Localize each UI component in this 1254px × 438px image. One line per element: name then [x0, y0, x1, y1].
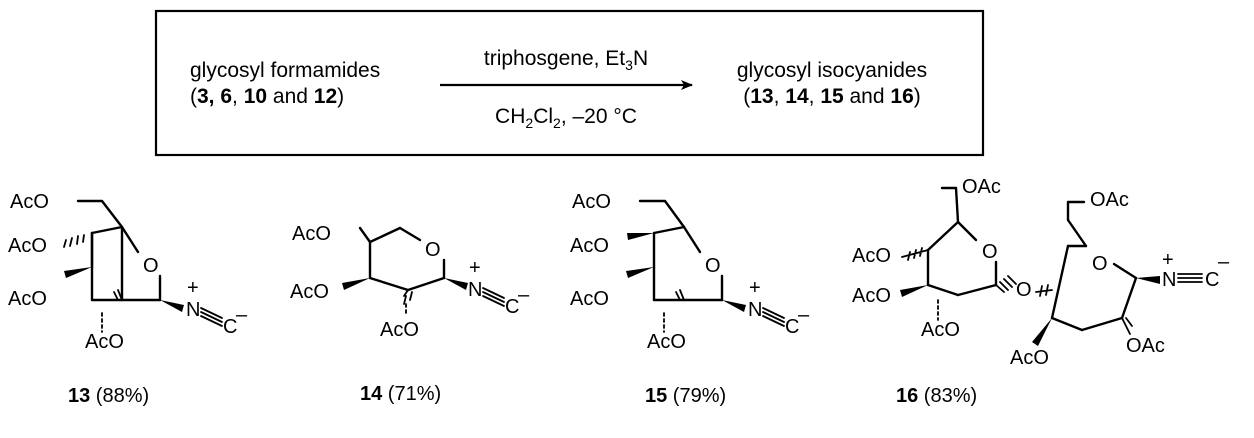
compound-15-structure: AcO AcO AcO AcO O N + C –	[570, 191, 810, 353]
reactant-numbers: (3, 6, 10 and 12)	[190, 85, 344, 108]
aco-label: AcO	[1010, 347, 1049, 369]
nitrogen-label: N	[1162, 269, 1176, 291]
reagent-label: triphosgene, Et3N	[484, 47, 648, 73]
ring-oxygen: O	[425, 239, 441, 261]
ring-oxygen: O	[705, 255, 721, 277]
compound-16-caption: 16 (83%)	[896, 385, 977, 407]
aco-label: AcO	[10, 191, 49, 213]
reactant-label: glycosyl formamides	[190, 59, 380, 82]
product-numbers: (13, 14, 15 and 16)	[743, 85, 921, 108]
oac-label: OAc	[1090, 189, 1129, 211]
aco-label: AcO	[852, 245, 891, 267]
aco-label: AcO	[8, 288, 47, 310]
minus-charge: –	[1218, 251, 1230, 273]
aco-label: AcO	[852, 285, 891, 307]
carbon-label: C	[785, 316, 799, 338]
aco-label: AcO	[647, 331, 686, 353]
nitrogen-label: N	[186, 299, 200, 321]
ring-oxygen: O	[143, 255, 159, 277]
compound-13-caption: 13 (88%)	[68, 385, 149, 407]
glycosidic-oxygen: O	[1016, 279, 1032, 301]
nitrogen-label: N	[468, 279, 482, 301]
plus-charge: +	[749, 277, 761, 299]
scheme-box	[154, 9, 985, 157]
minus-charge: –	[798, 304, 810, 326]
oac-label: OAc	[962, 176, 1001, 198]
aco-label: AcO	[921, 319, 960, 341]
plus-charge: +	[469, 257, 481, 279]
aco-label: AcO	[570, 235, 609, 257]
aco-label: AcO	[572, 191, 611, 213]
compound-14-structure: AcO AcO AcO O N + C –	[290, 223, 530, 341]
compound-14-caption: 14 (71%)	[360, 383, 441, 405]
compound-13-structure: AcO AcO AcO AcO O N + C –	[8, 191, 248, 353]
aco-label: AcO	[85, 331, 124, 353]
ring-oxygen: O	[982, 241, 998, 263]
aco-label: AcO	[380, 319, 419, 341]
product-label: glycosyl isocyanides	[737, 59, 927, 82]
aco-label: AcO	[8, 235, 47, 257]
compound-16-structure: OAc AcO AcO AcO O O OAc O AcO OAc N + C …	[852, 176, 1230, 369]
minus-charge: –	[518, 284, 530, 306]
carbon-label: C	[1205, 269, 1219, 291]
aco-label: AcO	[570, 288, 609, 310]
compound-15-caption: 15 (79%)	[645, 385, 726, 407]
ring-oxygen: O	[1092, 253, 1108, 275]
nitrogen-label: N	[748, 299, 762, 321]
plus-charge: +	[187, 277, 199, 299]
conditions-label: CH2Cl2, –20 °C	[495, 105, 637, 131]
plus-charge: +	[1162, 249, 1174, 271]
minus-charge: –	[236, 304, 248, 326]
carbon-label: C	[223, 316, 237, 338]
aco-label: AcO	[290, 281, 329, 303]
carbon-label: C	[505, 296, 519, 318]
oac-label: OAc	[1126, 335, 1165, 357]
aco-label: AcO	[292, 223, 331, 245]
